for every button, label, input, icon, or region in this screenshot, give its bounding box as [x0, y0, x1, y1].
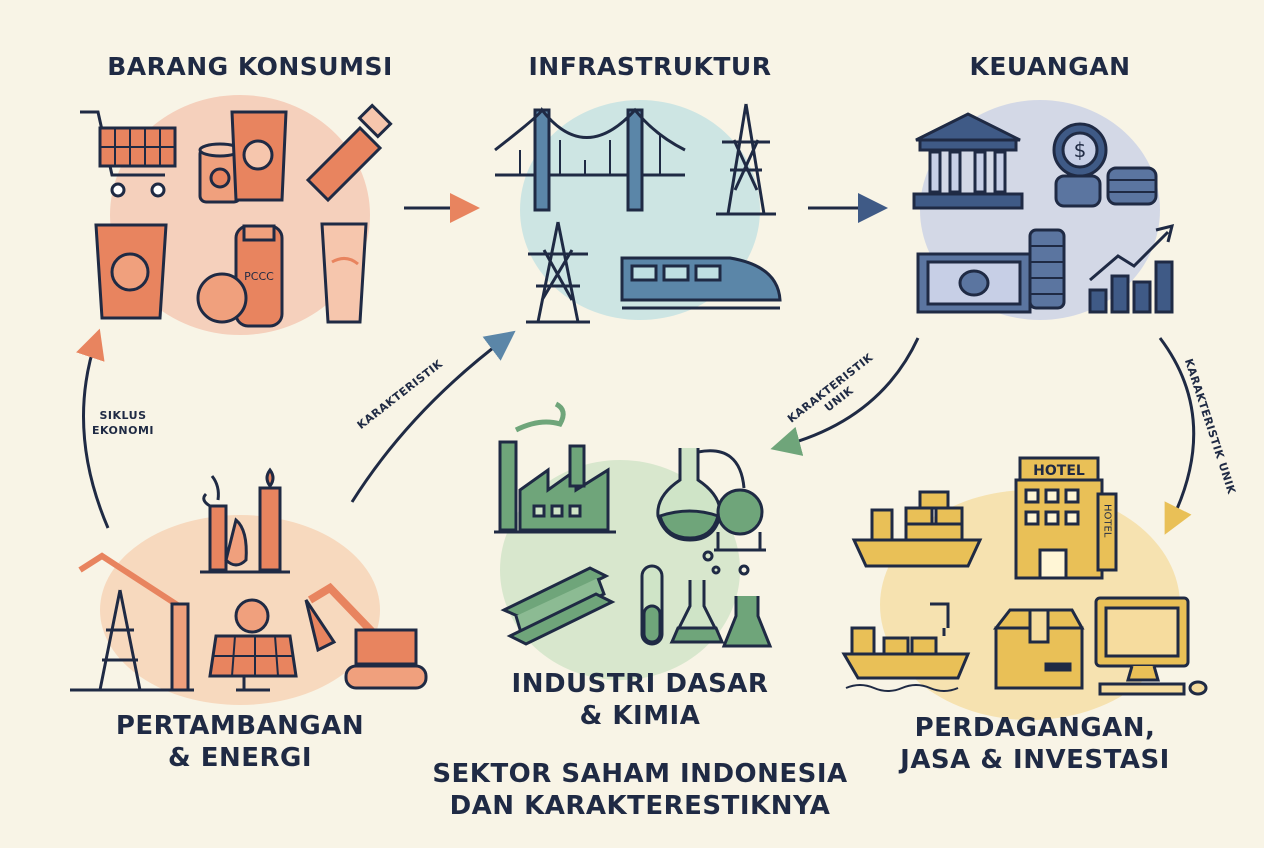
growth-chart-icon: [1088, 223, 1175, 314]
bowl-icon: [196, 272, 248, 324]
trade-title-line2: JASA & INVESTASI: [900, 745, 1170, 775]
finance-to-industry-arrow: [770, 337, 920, 456]
banknote-icon: [916, 252, 1032, 314]
hotel-sign-text: HOTEL: [1033, 463, 1085, 479]
excavator-icon: [304, 582, 428, 690]
trade-title-line1: PERDAGANGAN,: [914, 713, 1156, 743]
test-tubes-icon: [640, 550, 773, 648]
computer-icon: [1094, 596, 1208, 696]
food-can-icon: [198, 142, 242, 204]
solar-panel-icon: [208, 598, 298, 692]
hotel-building-icon: HOTEL HOTEL: [1014, 456, 1118, 580]
hotel-vertical-text: HOTEL: [1102, 504, 1113, 538]
infrastructure-sector-title: INFRASTRUKTUR: [528, 52, 772, 81]
flask-apparatus-icon: [656, 448, 766, 552]
snack-bag-icon: [230, 110, 288, 202]
main-title: SEKTOR SAHAM INDONESIA DAN KARAKTERESTIK…: [420, 758, 860, 822]
tube-icon: [305, 103, 393, 203]
finance-sector-title: KEUANGAN: [969, 52, 1131, 81]
chips-bag-icon: [94, 223, 168, 320]
factory-icon: [494, 401, 616, 534]
bridge-icon: [494, 107, 686, 212]
main-title-line2: DAN KARAKTERESTIKNYA: [449, 791, 831, 821]
mining-to-infra-arrow: [350, 330, 516, 503]
steel-beam-icon: [500, 566, 616, 646]
jar-label-text: PCCC: [244, 270, 274, 283]
lotion-bottle-icon: [320, 222, 368, 324]
bank-building-icon: [912, 112, 1024, 210]
refinery-icon: [200, 467, 290, 574]
industry-title-line1: INDUSTRI DASAR: [511, 669, 769, 699]
main-title-line1: SEKTOR SAHAM INDONESIA: [432, 759, 848, 789]
container-ship-icon: [841, 602, 971, 692]
power-tower-icon: [526, 221, 590, 324]
mining-title-line1: PERTAMBANGAN: [115, 711, 365, 741]
cargo-ship-icon: [851, 490, 983, 568]
cycle-label-line2: EKONOMI: [92, 424, 154, 437]
trade-sector-title: PERDAGANGAN, JASA & INVESTASI: [880, 712, 1190, 776]
economic-cycle-label: SIKLUS EKONOMI: [68, 408, 178, 438]
dollar-coin-icon: $: [1052, 122, 1108, 178]
shopping-cart-icon: [80, 110, 177, 198]
mining-sector-title: PERTAMBANGAN & ENERGI: [90, 710, 390, 774]
jar-icon: PCCC: [234, 224, 284, 328]
mining-to-consumer-arrow: [76, 328, 110, 529]
finance-to-trade-arrow: [1158, 337, 1196, 535]
transmission-tower-icon: [716, 103, 776, 216]
coin-tower-icon: [1028, 228, 1066, 310]
industry-sector-title: INDUSTRI DASAR & KIMIA: [490, 668, 790, 732]
industry-title-line2: & KIMIA: [579, 701, 701, 731]
mining-title-line2: & ENERGI: [167, 743, 313, 773]
coin-stack-icon: [1054, 166, 1158, 208]
consumer-sector-title: BARANG KONSUMSI: [107, 52, 393, 81]
oil-pumpjack-icon: [70, 552, 194, 692]
svg-text:$: $: [1074, 138, 1087, 162]
cycle-label-line1: SIKLUS: [99, 409, 147, 422]
train-icon: [620, 256, 782, 310]
package-box-icon: [992, 608, 1085, 690]
